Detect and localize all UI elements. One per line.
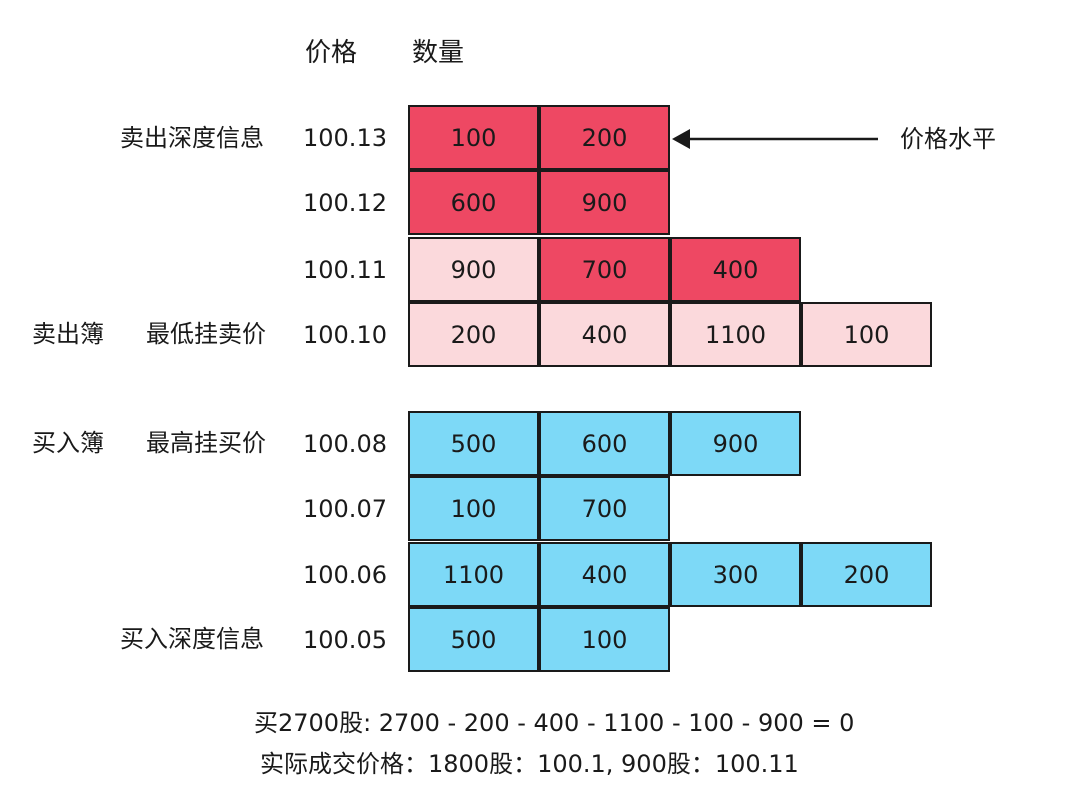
buy-quantity-cell: 700 [539,476,670,541]
sell-price-label: 100.11 [303,256,387,284]
buy-price-label: 100.06 [303,561,387,589]
sell-quantity-cell: 900 [539,170,670,235]
sell-quantity-cell: 100 [801,302,932,367]
buy-quantity-cell: 1100 [408,542,539,607]
actual-fill-price-text: 实际成交价格：1800股：100.1, 900股：100.11 [260,750,799,778]
sell-book-label: 卖出簿 [32,320,104,348]
buy-price-label: 100.07 [303,495,387,523]
buy-quantity-cell: 900 [670,411,801,476]
sell-price-label: 100.13 [303,124,387,152]
sell-quantity-cell: 100 [408,105,539,170]
buy-quantity-cell: 300 [670,542,801,607]
sell-quantity-cell: 200 [539,105,670,170]
buy-quantity-cell: 600 [539,411,670,476]
quantity-column-header: 数量 [412,38,465,68]
buy-quantity-cell: 200 [801,542,932,607]
sell-quantity-cell: 700 [539,237,670,302]
buy-quantity-cell: 400 [539,542,670,607]
buy-quantity-cell: 500 [408,411,539,476]
buy-calculation-text: 买2700股: 2700 - 200 - 400 - 1100 - 100 - … [254,709,855,737]
sell-price-label: 100.10 [303,321,387,349]
lowest-ask-label: 最低挂卖价 [146,320,266,348]
buy-price-label: 100.05 [303,626,387,654]
sell-depth-label: 卖出深度信息 [120,124,264,152]
sell-quantity-cell: 200 [408,302,539,367]
price-column-header: 价格 [305,38,358,68]
sell-quantity-cell: 400 [670,237,801,302]
buy-depth-label: 买入深度信息 [120,625,264,653]
sell-price-label: 100.12 [303,189,387,217]
highest-bid-label: 最高挂买价 [146,429,266,457]
buy-price-label: 100.08 [303,430,387,458]
sell-quantity-cell: 1100 [670,302,801,367]
sell-quantity-cell: 900 [408,237,539,302]
sell-quantity-cell: 600 [408,170,539,235]
buy-quantity-cell: 100 [539,607,670,672]
buy-quantity-cell: 100 [408,476,539,541]
price-level-label: 价格水平 [900,125,996,153]
buy-quantity-cell: 500 [408,607,539,672]
sell-quantity-cell: 400 [539,302,670,367]
buy-book-label: 买入簿 [32,429,104,457]
